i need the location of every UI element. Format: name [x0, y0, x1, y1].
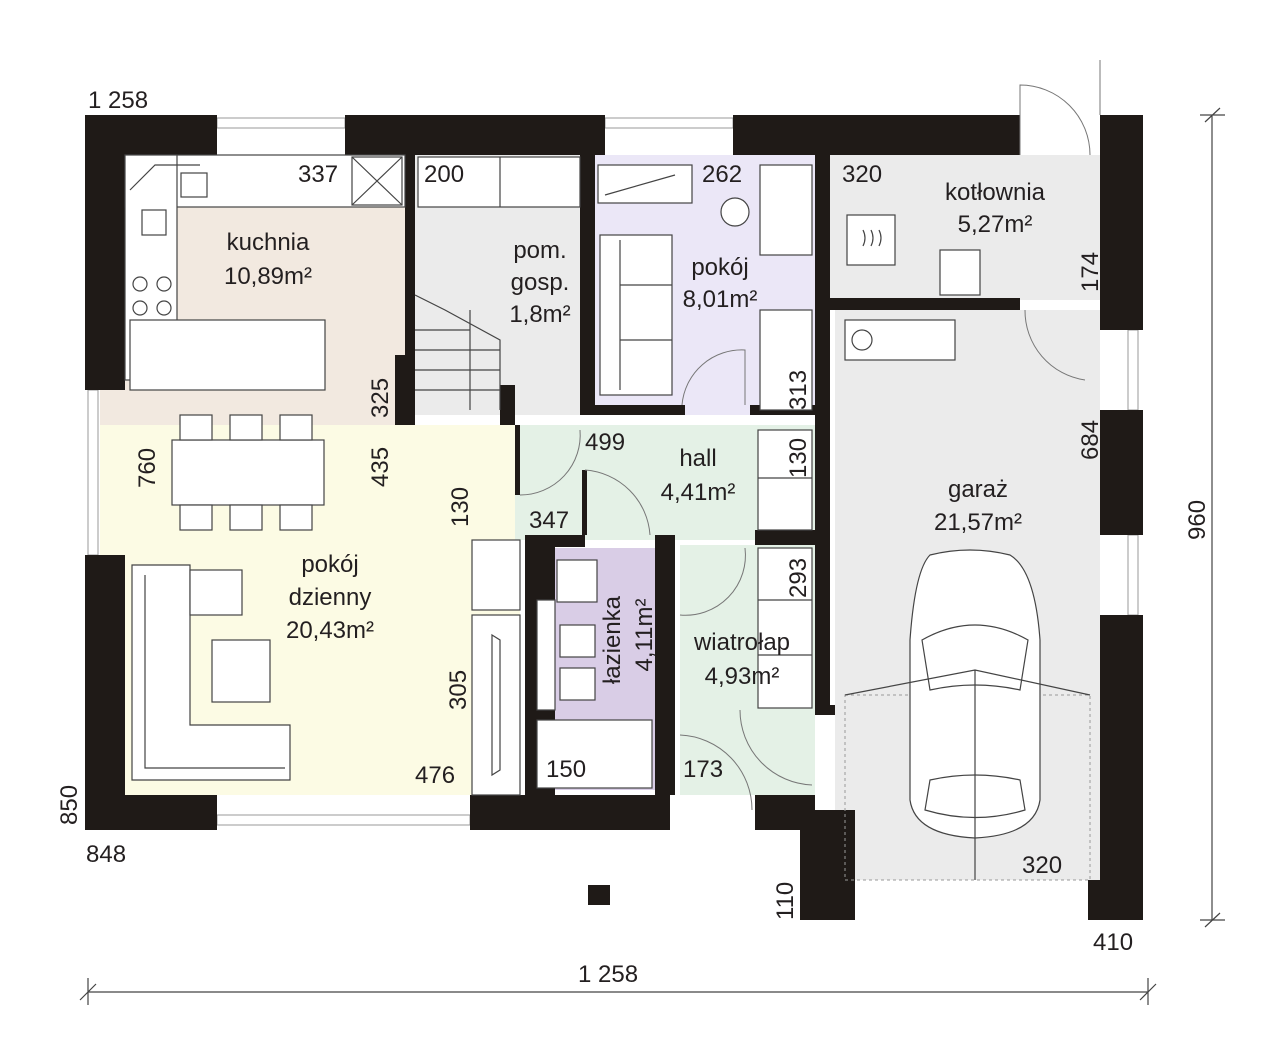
dim-325: 325: [367, 378, 394, 418]
window: [604, 117, 734, 129]
dim-110: 110: [772, 882, 799, 920]
window: [87, 389, 99, 556]
dim-bottom-total: 1 258: [578, 961, 638, 988]
dim-173: 173: [683, 756, 723, 783]
room-living-name: pokój: [301, 551, 358, 578]
dim-305: 305: [445, 670, 472, 710]
sofa: [131, 564, 291, 781]
dimension-lines: [79, 107, 1225, 1005]
dim-684: 684: [1077, 420, 1104, 460]
room-kitchen-name: kuchnia: [227, 229, 310, 256]
kitchen-fixtures: [124, 154, 406, 391]
dim-174: 174: [1077, 252, 1104, 292]
dim-476: 476: [415, 762, 455, 789]
window: [216, 117, 346, 129]
hall-fixtures: [519, 429, 813, 811]
dim-499: 499: [585, 429, 625, 456]
dim-313: 313: [785, 370, 812, 410]
room-vestibule-area: 4,93m²: [705, 663, 780, 690]
room-boiler-area: 5,27m²: [958, 211, 1033, 238]
dim-top-left: 1 258: [88, 87, 148, 114]
dim-right-total: 960: [1184, 500, 1211, 540]
dim-130-hall: 130: [785, 438, 812, 478]
dim-293: 293: [785, 558, 812, 598]
room-bathroom-area: 4,11m²: [631, 599, 658, 672]
room-living-area: 20,43m²: [286, 617, 374, 644]
bathroom-fixtures: [471, 539, 653, 796]
room-bathroom-name: łazienka: [599, 595, 626, 684]
window: [1127, 534, 1139, 616]
dim-850: 850: [56, 785, 83, 825]
utility-fixtures: [414, 156, 581, 410]
room-garage-area: 21,57m²: [934, 509, 1022, 536]
dim-150: 150: [546, 756, 586, 783]
bedroom-furniture: [597, 164, 813, 411]
dining-table: [171, 414, 325, 531]
window: [1127, 329, 1139, 411]
dim-337: 337: [298, 161, 338, 188]
dim-410: 410: [1093, 929, 1133, 956]
room-bedroom-name: pokój: [691, 254, 748, 281]
column-marker: [588, 885, 610, 905]
dim-760: 760: [134, 448, 161, 488]
room-garage-name: garaż: [948, 476, 1008, 503]
room-bedroom-area: 8,01m²: [683, 286, 758, 313]
room-utility-name2: gosp.: [511, 269, 570, 296]
room-hall-area: 4,41m²: [661, 479, 736, 506]
dim-320-top: 320: [842, 161, 882, 188]
dim-320-garage: 320: [1022, 852, 1062, 879]
window: [216, 814, 471, 826]
room-vestibule-name: wiatrołap: [693, 629, 790, 656]
dim-262: 262: [702, 161, 742, 188]
room-living-name2: dzienny: [289, 584, 372, 611]
dim-435: 435: [367, 447, 394, 487]
room-utility-name: pom.: [513, 237, 566, 264]
room-boiler-name: kotłownia: [945, 179, 1046, 206]
dim-200: 200: [424, 161, 464, 188]
dim-347: 347: [529, 507, 569, 534]
boiler-fixtures: [846, 60, 1101, 381]
room-utility-area: 1,8m²: [509, 301, 570, 328]
room-hall-name: hall: [679, 445, 716, 472]
room-kitchen-area: 10,89m²: [224, 263, 312, 290]
dim-130-living: 130: [447, 487, 474, 527]
walls: [85, 115, 1143, 920]
dim-848: 848: [86, 841, 126, 868]
car: [844, 319, 1091, 881]
